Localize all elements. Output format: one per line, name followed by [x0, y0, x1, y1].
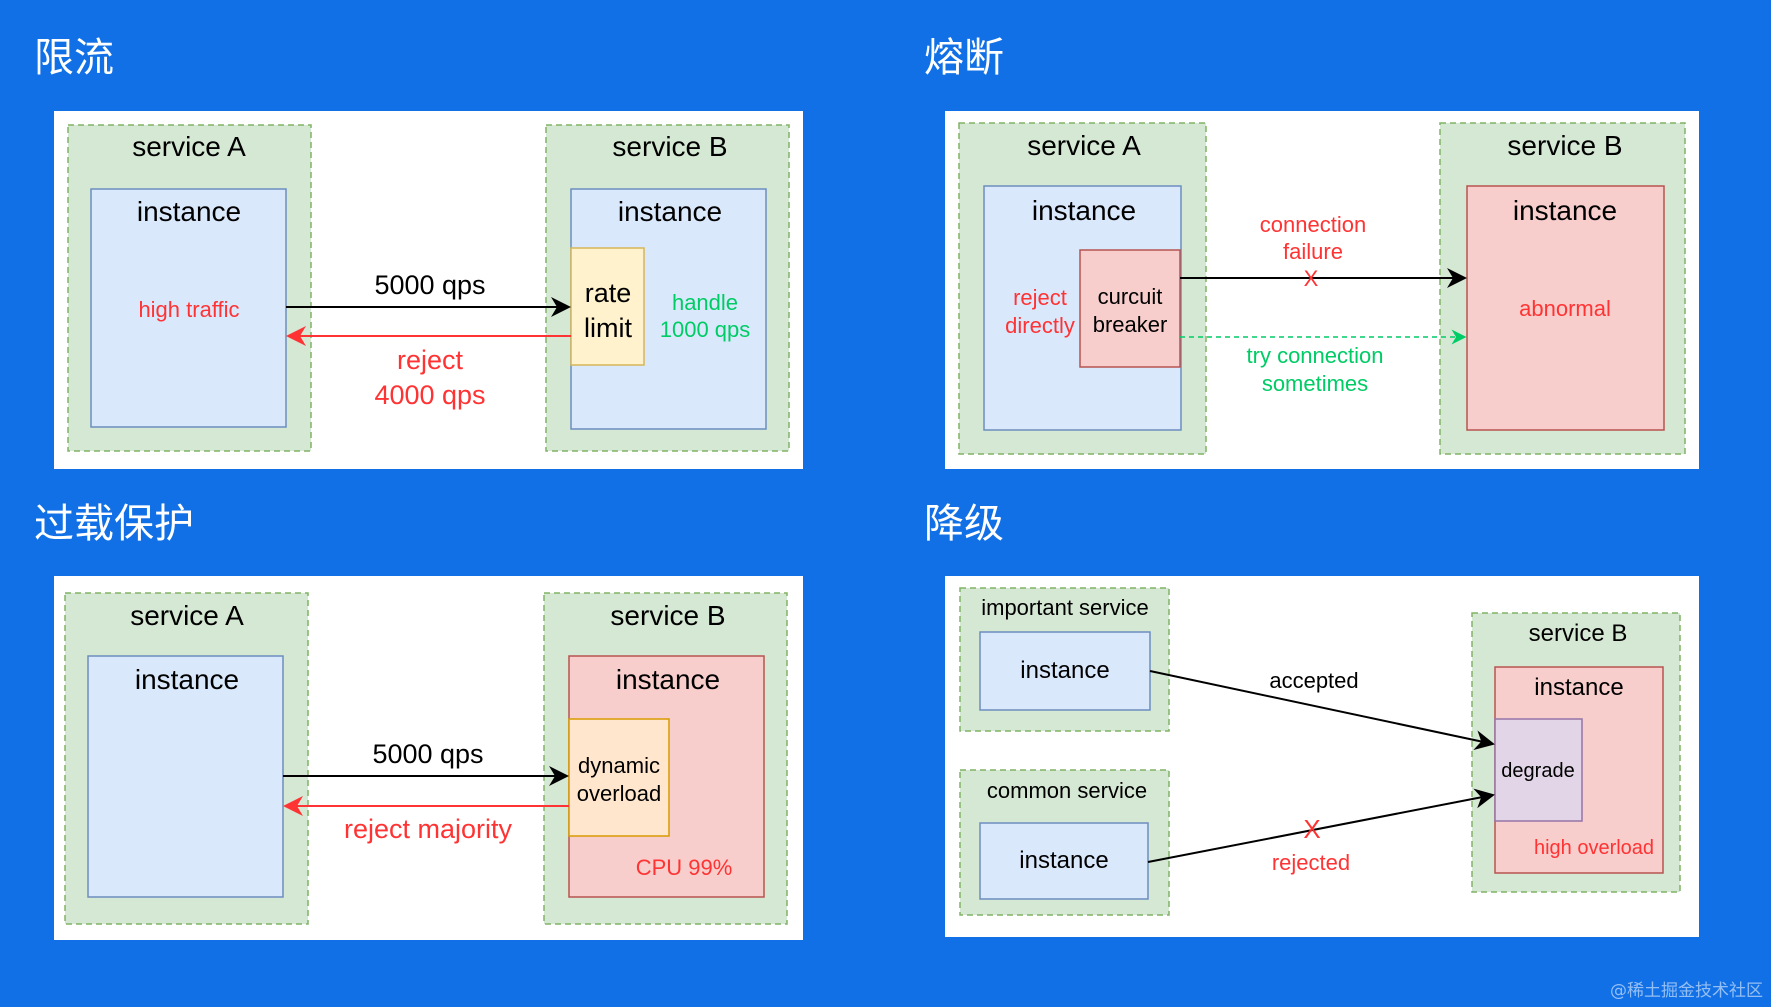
common-service-instance-label: instance	[1019, 847, 1108, 874]
common-service-title: common service	[987, 778, 1147, 803]
rate-limit-box	[570, 247, 645, 366]
heading-degradation: 降级	[924, 501, 1004, 547]
degradation-diagram: important service instance common servic…	[959, 587, 1681, 916]
important-service-title: important service	[981, 595, 1149, 620]
common-service-instance	[979, 822, 1149, 900]
service-b-title: service B	[612, 131, 727, 162]
service-b-title: service B	[1529, 620, 1628, 647]
try-connection-line2: sometimes	[1262, 371, 1368, 396]
handle-label-line2: 1000 qps	[660, 317, 751, 342]
abnormal-label: abnormal	[1519, 296, 1611, 321]
circuit-breaking-diagram: service A instance reject directly curcu…	[958, 122, 1686, 455]
service-b-instance	[1466, 185, 1665, 431]
dynamic-overload-line1: dynamic	[578, 753, 660, 778]
rejected-x-mark: X	[1303, 814, 1320, 844]
dynamic-overload-box	[568, 718, 670, 837]
failure-x-mark: X	[1304, 266, 1319, 291]
service-b-instance-label: instance	[1513, 195, 1617, 226]
rate-limit-label-line2: limit	[584, 313, 632, 343]
rejected-label: rejected	[1272, 850, 1350, 875]
degrade-box	[1494, 718, 1583, 822]
service-b-instance-label: instance	[1534, 674, 1623, 701]
rate-limiting-diagram: service A instance high traffic service …	[67, 124, 790, 452]
rejected-arrow	[1147, 788, 1495, 863]
service-b-instance-label: instance	[618, 196, 722, 227]
reject-label-line2: 4000 qps	[374, 380, 485, 410]
heading-overload-protection: 过载保护	[34, 501, 194, 547]
reject-directly-line2: directly	[1005, 313, 1075, 338]
reject-directly-line1: reject	[1013, 285, 1067, 310]
heading-circuit-breaking: 熔断	[924, 35, 1004, 81]
cpu-usage-label: CPU 99%	[636, 855, 733, 880]
service-a-instance-label: instance	[135, 664, 239, 695]
service-a-title: service A	[130, 600, 244, 631]
high-overload-label: high overload	[1534, 837, 1654, 859]
degrade-label: degrade	[1501, 760, 1574, 782]
service-a-instance-label: instance	[137, 196, 241, 227]
important-service-instance-label: instance	[1020, 657, 1109, 684]
high-traffic-label: high traffic	[138, 297, 239, 322]
try-connection-line1: try connection	[1247, 343, 1384, 368]
service-b-instance-label: instance	[616, 664, 720, 695]
service-a-title: service A	[132, 131, 246, 162]
rate-limiting-panel: service A instance high traffic service …	[54, 111, 803, 469]
service-a-instance	[87, 655, 284, 898]
reject-majority-label: reject majority	[344, 814, 513, 844]
dynamic-overload-line2: overload	[577, 781, 661, 806]
request-label: 5000 qps	[372, 739, 483, 769]
heading-rate-limiting: 限流	[34, 35, 114, 81]
degradation-panel: important service instance common servic…	[945, 576, 1699, 937]
site-watermark: @稀土掘金技术社区	[1610, 981, 1763, 1001]
service-a-instance	[90, 188, 287, 428]
service-b-title: service B	[610, 600, 725, 631]
circuit-breaker-line2: breaker	[1093, 312, 1168, 337]
reject-label-line1: reject	[397, 345, 464, 375]
request-label: 5000 qps	[374, 270, 485, 300]
circuit-breaker-line1: curcuit	[1098, 284, 1163, 309]
service-a-instance-label: instance	[1032, 195, 1136, 226]
connection-failure-line2: failure	[1283, 239, 1343, 264]
rate-limit-label-line1: rate	[585, 278, 632, 308]
handle-label-line1: handle	[672, 290, 738, 315]
overload-protection-diagram: service A instance service B instance CP…	[64, 592, 788, 925]
overload-protection-panel: service A instance service B instance CP…	[54, 576, 803, 940]
circuit-breaking-panel: service A instance reject directly curcu…	[945, 111, 1699, 469]
circuit-breaker-box	[1079, 249, 1181, 368]
accepted-label: accepted	[1269, 668, 1358, 693]
connection-failure-line1: connection	[1260, 212, 1366, 237]
service-a-title: service A	[1027, 130, 1141, 161]
service-b-title: service B	[1507, 130, 1622, 161]
accepted-arrow	[1149, 670, 1495, 751]
